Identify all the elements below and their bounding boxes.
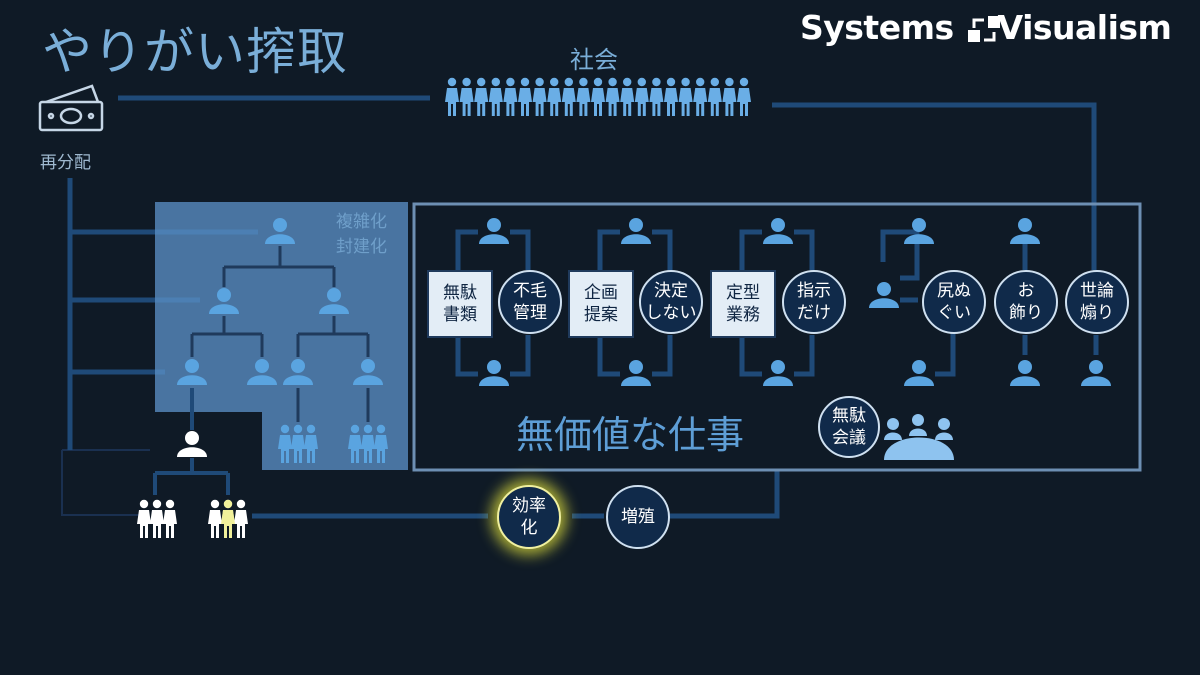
society-person	[678, 77, 693, 116]
society-person	[445, 77, 459, 116]
society-person	[620, 77, 635, 116]
society-person	[518, 77, 532, 116]
task-no-decision: 決定しない	[639, 270, 703, 334]
meeting-icon	[884, 414, 954, 460]
task-figurehead: お飾り	[994, 270, 1058, 334]
complexity-panel	[155, 202, 408, 470]
society-person	[693, 77, 708, 116]
task-useless-meetings: 無駄会議	[818, 396, 880, 458]
redistribution-label: 再分配	[40, 153, 91, 173]
society-label: 社会	[570, 46, 618, 74]
page-title: やりがい搾取	[42, 23, 348, 81]
loop-node-efficiency: 効率化	[497, 485, 561, 549]
faint-network-lines	[61, 449, 150, 516]
society-person	[503, 77, 518, 116]
money-icon	[38, 84, 104, 132]
society-person	[649, 77, 664, 116]
worker-person	[177, 431, 207, 457]
hierarchy-lines	[190, 246, 370, 422]
society-person	[722, 77, 737, 116]
task-useless-documents: 無駄書類	[427, 270, 493, 338]
wasteful-work-box	[412, 202, 1142, 472]
task-barren-management: 不毛管理	[498, 270, 562, 334]
society-person	[591, 77, 605, 116]
wasteful-work-label: 無価値な仕事	[516, 413, 745, 457]
society-crowd	[445, 77, 751, 116]
task-cleanup: 尻ぬぐい	[922, 270, 986, 334]
task-routine-work: 定型業務	[710, 270, 776, 338]
task-only-instructions: 指示だけ	[782, 270, 846, 334]
task-stirring-opinion: 世論煽り	[1065, 270, 1129, 334]
society-person	[664, 77, 678, 116]
society-person	[474, 77, 489, 116]
task-planning-proposal: 企画提案	[568, 270, 634, 338]
society-person	[737, 77, 751, 116]
loop-node-proliferation: 増殖	[606, 485, 670, 549]
society-person	[605, 77, 620, 116]
society-person	[561, 77, 576, 116]
society-person	[707, 77, 722, 116]
brand-word-systems: Systems	[800, 8, 954, 47]
brand-word-visualism: Visualism	[997, 8, 1172, 47]
society-person	[459, 77, 474, 116]
society-person	[547, 77, 562, 116]
brand-logo: Systems Visualism	[800, 8, 1172, 47]
worker-group-left	[137, 500, 177, 538]
society-person	[532, 77, 547, 116]
society-person	[488, 77, 503, 116]
complexity-label: 複雑化 封建化	[336, 212, 387, 257]
flow-arrows-icon	[968, 16, 1000, 42]
society-person	[634, 77, 649, 116]
society-person	[576, 77, 591, 116]
